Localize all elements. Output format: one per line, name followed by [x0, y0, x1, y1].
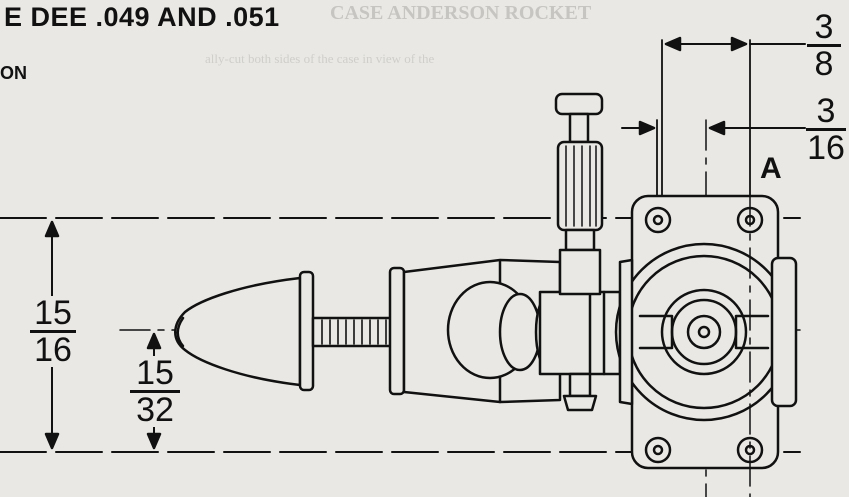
threaded-shaft — [311, 316, 395, 348]
dim-label-top-outer: 3 8 — [807, 10, 841, 81]
dim-label-left-outer: 15 16 — [30, 296, 76, 367]
background-text: ally-cut both sides of the case in view … — [205, 51, 435, 66]
mounting-flange — [614, 194, 798, 470]
mounting-holes — [644, 206, 764, 464]
dim-label-left-inner: 15 32 — [130, 356, 180, 427]
dim-label-top-inner: 3 16 — [806, 92, 846, 167]
background-heading: CASE ANDERSON ROCKET — [330, 2, 592, 24]
view-label-a: A — [760, 152, 782, 185]
cylinder-body — [538, 290, 622, 376]
diagram-subtitle: ON — [0, 63, 27, 83]
diagram-title: E DEE .049 AND .051 — [4, 2, 280, 32]
needle-valve — [554, 92, 604, 412]
spinner — [174, 270, 315, 392]
